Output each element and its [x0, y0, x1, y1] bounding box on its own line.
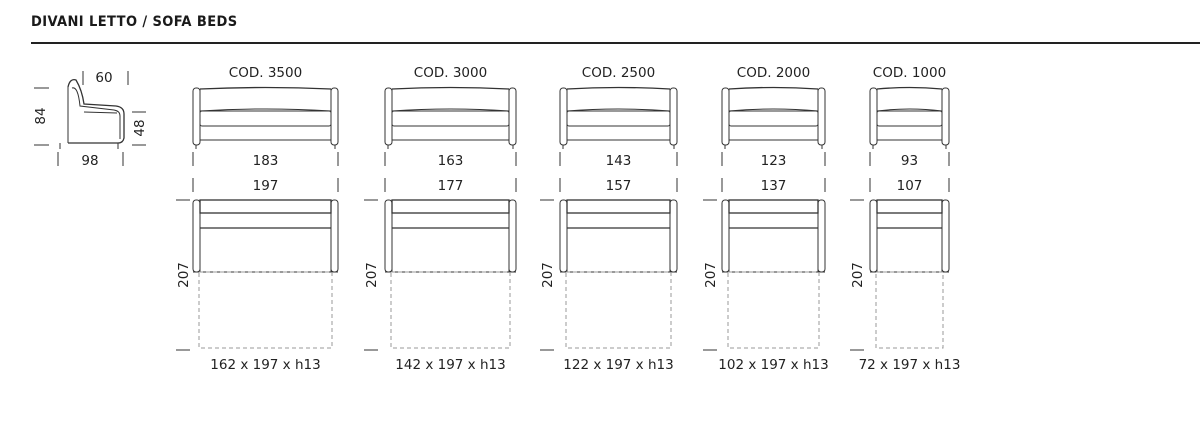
top-view: [559, 199, 678, 273]
front-view: [869, 86, 950, 149]
top-right-arm: [508, 199, 517, 273]
top-right-arm: [330, 199, 339, 273]
mattress-size-label: 162 x 197 x h13: [210, 357, 320, 373]
side-view: 60 84 48 98: [33, 70, 148, 169]
top-backrest: [566, 199, 671, 214]
inner-width-label: 123: [761, 153, 787, 169]
front-backrest-top: [728, 86, 819, 90]
top-view: [192, 199, 339, 273]
side-view-drawing: [59, 79, 125, 149]
front-right-arm: [817, 87, 826, 146]
front-backrest-top: [876, 86, 943, 90]
front-seat-top: [728, 108, 819, 112]
front-seat-top: [391, 108, 510, 112]
front-view: [384, 86, 517, 149]
outer-width-label: 177: [438, 178, 464, 194]
front-left-arm: [721, 87, 730, 146]
front-seat-cushion: [728, 110, 819, 127]
side-seat-height-label: 48: [132, 119, 148, 136]
front-left-arm: [192, 87, 201, 146]
front-right-arm: [330, 87, 339, 146]
model-code-label: COD. 2500: [582, 65, 655, 81]
top-backrest: [391, 199, 510, 214]
top-right-arm: [669, 199, 678, 273]
front-seat-top: [876, 108, 943, 112]
inner-width-label: 183: [253, 153, 279, 169]
front-right-arm: [941, 87, 950, 146]
sofa-model: COD. 3000 163 177 207 142 x 197 x h13: [364, 65, 517, 373]
depth-label: 207: [364, 262, 380, 288]
front-left-arm: [559, 87, 568, 146]
outer-width-label: 157: [606, 178, 632, 194]
top-left-arm: [869, 199, 878, 273]
inner-width-label: 163: [438, 153, 464, 169]
front-view: [192, 86, 339, 149]
top-view: [384, 199, 517, 273]
sofa-model: COD. 1000 93 107 207 72 x 197 x h13: [850, 65, 960, 373]
top-backrest: [728, 199, 819, 214]
top-backrest: [199, 199, 332, 214]
model-code-label: COD. 3000: [414, 65, 487, 81]
top-left-arm: [721, 199, 730, 273]
top-right-arm: [941, 199, 950, 273]
front-view: [559, 86, 678, 149]
top-left-arm: [384, 199, 393, 273]
front-seat-top: [199, 108, 332, 112]
sofa-model: COD. 2000 123 137 207 102 x 197 x h13: [703, 65, 829, 373]
front-seat-cushion: [391, 110, 510, 127]
model-code-label: COD. 1000: [873, 65, 946, 81]
side-depth-top-label: 60: [95, 70, 112, 86]
front-right-arm: [669, 87, 678, 146]
inner-width-label: 143: [606, 153, 632, 169]
model-code-label: COD. 3500: [229, 65, 302, 81]
header-rule: [31, 42, 1200, 44]
mattress-size-label: 122 x 197 x h13: [563, 357, 673, 373]
open-bed-outline: [875, 271, 944, 349]
models-group: COD. 3500 183 197 207 162 x 197 x h13 COD. 30…: [176, 65, 960, 373]
model-code-label: COD. 2000: [737, 65, 810, 81]
top-left-arm: [192, 199, 201, 273]
top-right-arm: [817, 199, 826, 273]
front-backrest-top: [199, 86, 332, 90]
front-backrest-top: [566, 86, 671, 90]
mattress-size-label: 102 x 197 x h13: [718, 357, 828, 373]
front-left-arm: [869, 87, 878, 146]
sofa-model: COD. 3500 183 197 207 162 x 197 x h13: [176, 65, 339, 373]
top-view: [869, 199, 950, 273]
front-right-arm: [508, 87, 517, 146]
top-view: [721, 199, 826, 273]
top-left-arm: [559, 199, 568, 273]
front-seat-cushion: [199, 110, 332, 127]
front-left-arm: [384, 87, 393, 146]
front-backrest-top: [391, 86, 510, 90]
outer-width-label: 107: [897, 178, 923, 194]
top-backrest: [876, 199, 943, 214]
sofa-model: COD. 2500 143 157 207 122 x 197 x h13: [540, 65, 678, 373]
open-bed-outline: [198, 271, 333, 349]
open-bed-outline: [727, 271, 820, 349]
depth-label: 207: [850, 262, 866, 288]
depth-label: 207: [540, 262, 556, 288]
outer-width-label: 137: [761, 178, 787, 194]
outer-width-label: 197: [253, 178, 279, 194]
depth-label: 207: [703, 262, 719, 288]
mattress-size-label: 142 x 197 x h13: [395, 357, 505, 373]
front-view: [721, 86, 826, 149]
front-seat-top: [566, 108, 671, 112]
mattress-size-label: 72 x 197 x h13: [859, 357, 961, 373]
front-seat-cushion: [566, 110, 671, 127]
page-title: DIVANI LETTO / SOFA BEDS: [31, 14, 238, 30]
side-height-label: 84: [33, 107, 49, 124]
side-depth-label: 98: [81, 153, 98, 169]
open-bed-outline: [565, 271, 672, 349]
open-bed-outline: [390, 271, 511, 349]
front-seat-cushion: [876, 110, 943, 127]
inner-width-label: 93: [901, 153, 918, 169]
depth-label: 207: [176, 262, 192, 288]
